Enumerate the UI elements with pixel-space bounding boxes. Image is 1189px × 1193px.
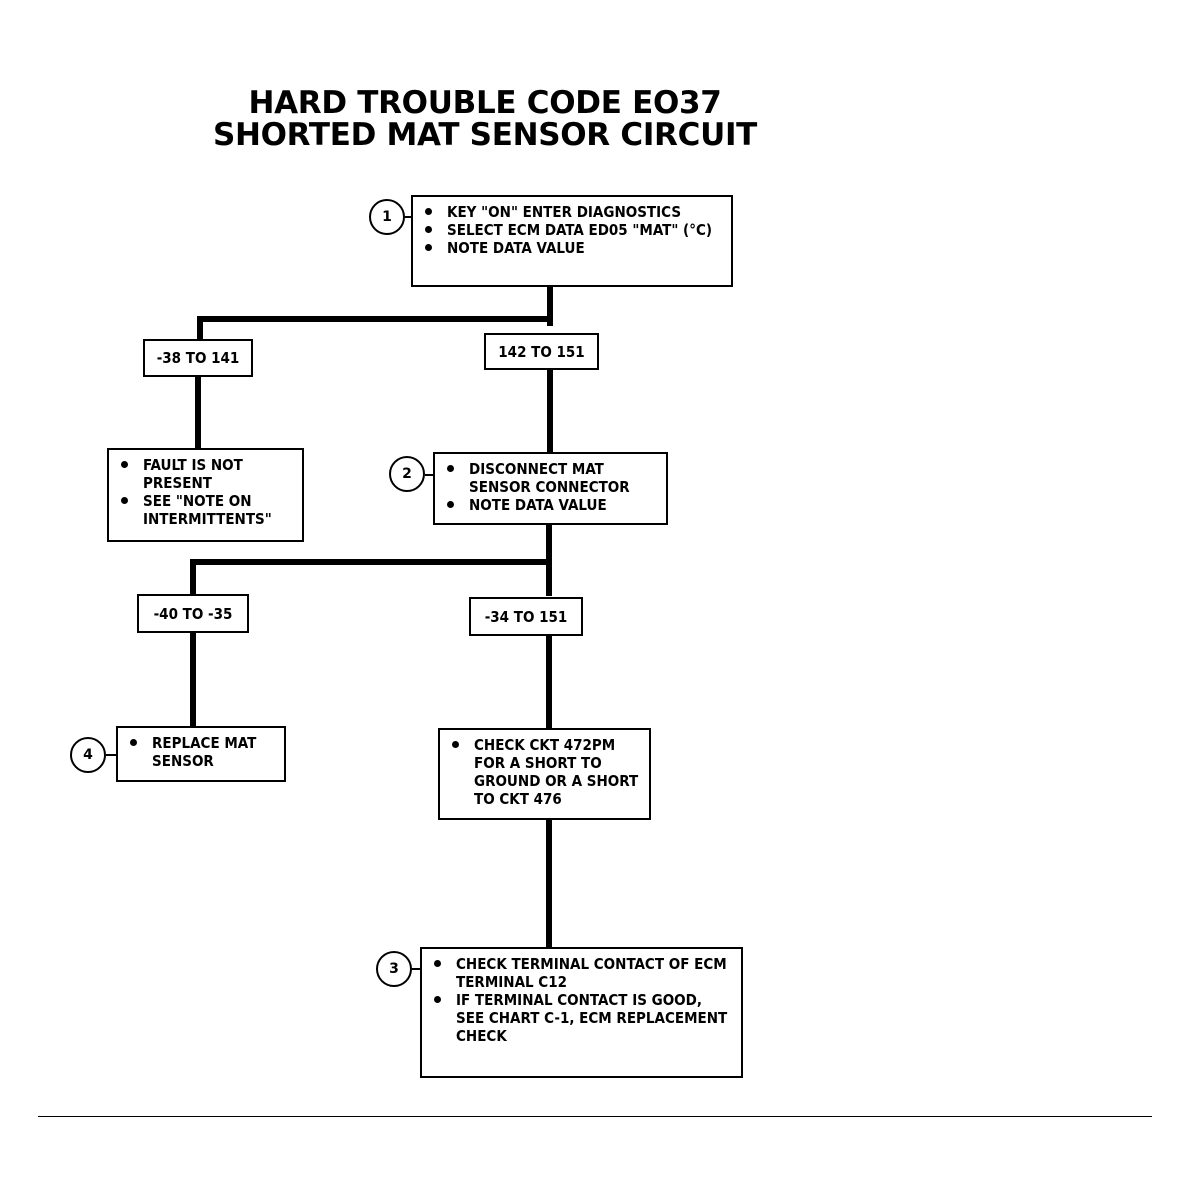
page-divider	[38, 1116, 1152, 1117]
bullet-icon	[447, 465, 454, 472]
connector-line	[195, 376, 201, 448]
connector-line	[197, 316, 203, 340]
step-1-box: KEY "ON" ENTER DIAGNOSTICS SELECT ECM DA…	[411, 195, 733, 287]
circle-connector	[425, 474, 435, 476]
step-4-marker: 4	[70, 737, 106, 773]
step-3-marker: 3	[376, 951, 412, 987]
step-4-item: REPLACE MAT SENSOR	[126, 734, 276, 770]
step-1-item: NOTE DATA VALUE	[421, 239, 723, 257]
bullet-icon	[425, 226, 432, 233]
connector-line	[547, 368, 553, 454]
circle-connector	[106, 754, 116, 756]
step-2-item: DISCONNECT MAT SENSOR CONNECTOR	[443, 460, 658, 496]
connector-line	[190, 632, 196, 728]
connector-line	[547, 286, 553, 326]
step-2-box: DISCONNECT MAT SENSOR CONNECTOR NOTE DAT…	[433, 452, 668, 525]
connector-line	[546, 634, 552, 730]
step-3-item: IF TERMINAL CONTACT IS GOOD, SEE CHART C…	[430, 991, 733, 1045]
bullet-icon	[121, 497, 128, 504]
bullet-icon	[434, 960, 441, 967]
bullet-icon	[425, 208, 432, 215]
fault-item: SEE "NOTE ON INTERMITTENTS"	[117, 492, 294, 528]
circle-connector	[405, 216, 415, 218]
step-2-item: NOTE DATA VALUE	[443, 496, 658, 514]
range-label-r1: -38 TO 141	[143, 339, 253, 377]
circle-connector	[412, 968, 422, 970]
connector-line	[190, 559, 196, 595]
diagram-title-line1: HARD TROUBLE CODE EO37	[248, 85, 722, 121]
bullet-icon	[434, 996, 441, 1003]
step-3-item: CHECK TERMINAL CONTACT OF ECM TERMINAL C…	[430, 955, 733, 991]
connector-line	[190, 559, 552, 565]
step-1-marker: 1	[369, 199, 405, 235]
step-4-box: REPLACE MAT SENSOR	[116, 726, 286, 782]
range-label-r2: 142 TO 151	[484, 333, 599, 370]
bullet-icon	[121, 461, 128, 468]
step-1-item: KEY "ON" ENTER DIAGNOSTICS	[421, 203, 723, 221]
diagram-title-line2: SHORTED MAT SENSOR CIRCUIT	[212, 117, 758, 153]
bullet-icon	[447, 501, 454, 508]
check-ckt-item: CHECK CKT 472PM FOR A SHORT TO GROUND OR…	[448, 736, 641, 808]
bullet-icon	[452, 741, 459, 748]
fault-not-present-box: FAULT IS NOT PRESENT SEE "NOTE ON INTERM…	[107, 448, 304, 542]
step-1-item: SELECT ECM DATA ED05 "MAT" (°C)	[421, 221, 723, 239]
connector-line	[197, 316, 553, 322]
check-ckt-box: CHECK CKT 472PM FOR A SHORT TO GROUND OR…	[438, 728, 651, 820]
fault-item: FAULT IS NOT PRESENT	[117, 456, 294, 492]
bullet-icon	[130, 739, 137, 746]
step-3-box: CHECK TERMINAL CONTACT OF ECM TERMINAL C…	[420, 947, 743, 1078]
range-label-r3: -40 TO -35	[137, 594, 249, 633]
step-2-marker: 2	[389, 456, 425, 492]
range-label-r4: -34 TO 151	[469, 597, 583, 636]
connector-line	[546, 818, 552, 948]
bullet-icon	[425, 244, 432, 251]
